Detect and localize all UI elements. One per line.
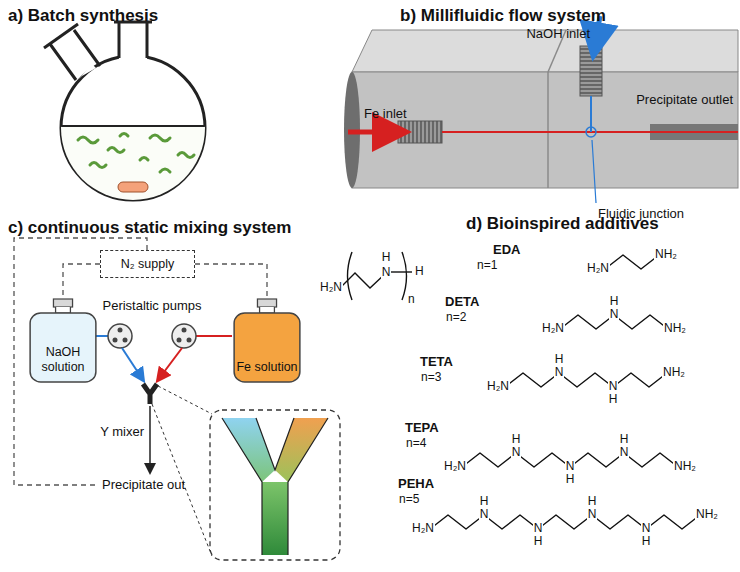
bottle-body xyxy=(234,313,300,382)
gas-supply-box: N₂ supply xyxy=(100,250,195,278)
bottle-neck xyxy=(260,307,275,313)
atom-label: H₂N xyxy=(586,262,610,276)
part-label: Fe inlet xyxy=(364,107,407,122)
gas-line xyxy=(63,264,100,298)
repeat-count: n=1 xyxy=(476,259,498,273)
part-label: NaOH inlet xyxy=(526,27,590,42)
atom-label: NH₂ xyxy=(695,508,719,522)
reagent-bottle: NaOH solution xyxy=(28,298,98,384)
repeat-count: n=5 xyxy=(398,493,420,507)
part-label: Peristaltic pumps xyxy=(103,299,202,314)
molecule-name: TETA xyxy=(420,355,453,370)
atom-label: N xyxy=(554,366,565,380)
bottle-body xyxy=(30,313,96,382)
gas-line xyxy=(195,264,267,298)
panel-title: c) continuous static mixing system xyxy=(8,218,291,238)
generic-formula xyxy=(340,252,412,300)
repeat-count: n=4 xyxy=(405,437,427,451)
panel-title: d) Bioinspired additives xyxy=(466,214,659,234)
bond-chain xyxy=(430,515,700,529)
atom-label: H xyxy=(609,295,620,309)
atom-label: N xyxy=(619,446,630,460)
atom-label: H₂N xyxy=(411,522,435,536)
molecule-name: PEHA xyxy=(398,477,434,492)
node-text: N₂ supply xyxy=(121,257,175,271)
bottle-cap xyxy=(53,299,72,307)
atom-label: H xyxy=(511,433,522,447)
molecule-name: TEPA xyxy=(405,421,439,436)
flow-block xyxy=(344,16,738,203)
repeat-count: n=2 xyxy=(445,311,467,325)
atom-label: H xyxy=(381,251,392,265)
atom-label: NH₂ xyxy=(673,460,697,474)
subscript-label: n xyxy=(407,293,416,307)
part-label: Precipitate outlet xyxy=(636,93,733,108)
atom-label: N xyxy=(511,446,522,460)
atom-label: NH₂ xyxy=(654,248,678,262)
atom-label: H xyxy=(619,433,630,447)
atom-label: H xyxy=(414,265,425,279)
atom-label: H xyxy=(641,535,652,549)
atom-label: NH₂ xyxy=(662,366,686,380)
atom-label: N xyxy=(479,508,490,522)
atom-label: H xyxy=(608,393,619,407)
node-text: Fe solution xyxy=(236,360,297,374)
atom-label: N xyxy=(533,522,544,536)
atom-label: N xyxy=(608,380,619,394)
atom-label: H xyxy=(533,535,544,549)
bond-chain xyxy=(605,255,659,269)
atom-label: N xyxy=(587,508,598,522)
atom-label: H xyxy=(554,353,565,367)
reagent-bottle: Fe solution xyxy=(232,298,302,384)
atom-label: H₂N xyxy=(541,322,565,336)
part-label: Y mixer xyxy=(100,425,144,440)
atom-label: H xyxy=(479,495,490,509)
atom-label: H xyxy=(587,495,598,509)
atom-label: N xyxy=(641,522,652,536)
atom-label: H xyxy=(565,473,576,487)
atom-label: N xyxy=(381,266,392,280)
bottle-neck xyxy=(56,307,71,313)
atom-label: N xyxy=(565,460,576,474)
molecule-name: DETA xyxy=(445,295,479,310)
panel-title: a) Batch synthesis xyxy=(8,6,158,26)
atom-label: H₂N xyxy=(443,460,467,474)
atom-label: NH₂ xyxy=(663,322,687,336)
bottle-cap xyxy=(257,299,276,307)
repeat-count: n=3 xyxy=(420,371,442,385)
node-text: NaOH solution xyxy=(32,345,94,374)
flask xyxy=(44,22,215,206)
molecule-name: EDA xyxy=(493,243,520,258)
atom-label: N xyxy=(609,308,620,322)
atom-label: H₂N xyxy=(486,380,510,394)
panel-title: b) Millifluidic flow system xyxy=(400,6,606,26)
atom-label: H₂N xyxy=(319,281,343,295)
bond-chain xyxy=(505,373,667,387)
flow-lines xyxy=(14,238,340,560)
part-label: Precipitate out xyxy=(102,478,185,493)
